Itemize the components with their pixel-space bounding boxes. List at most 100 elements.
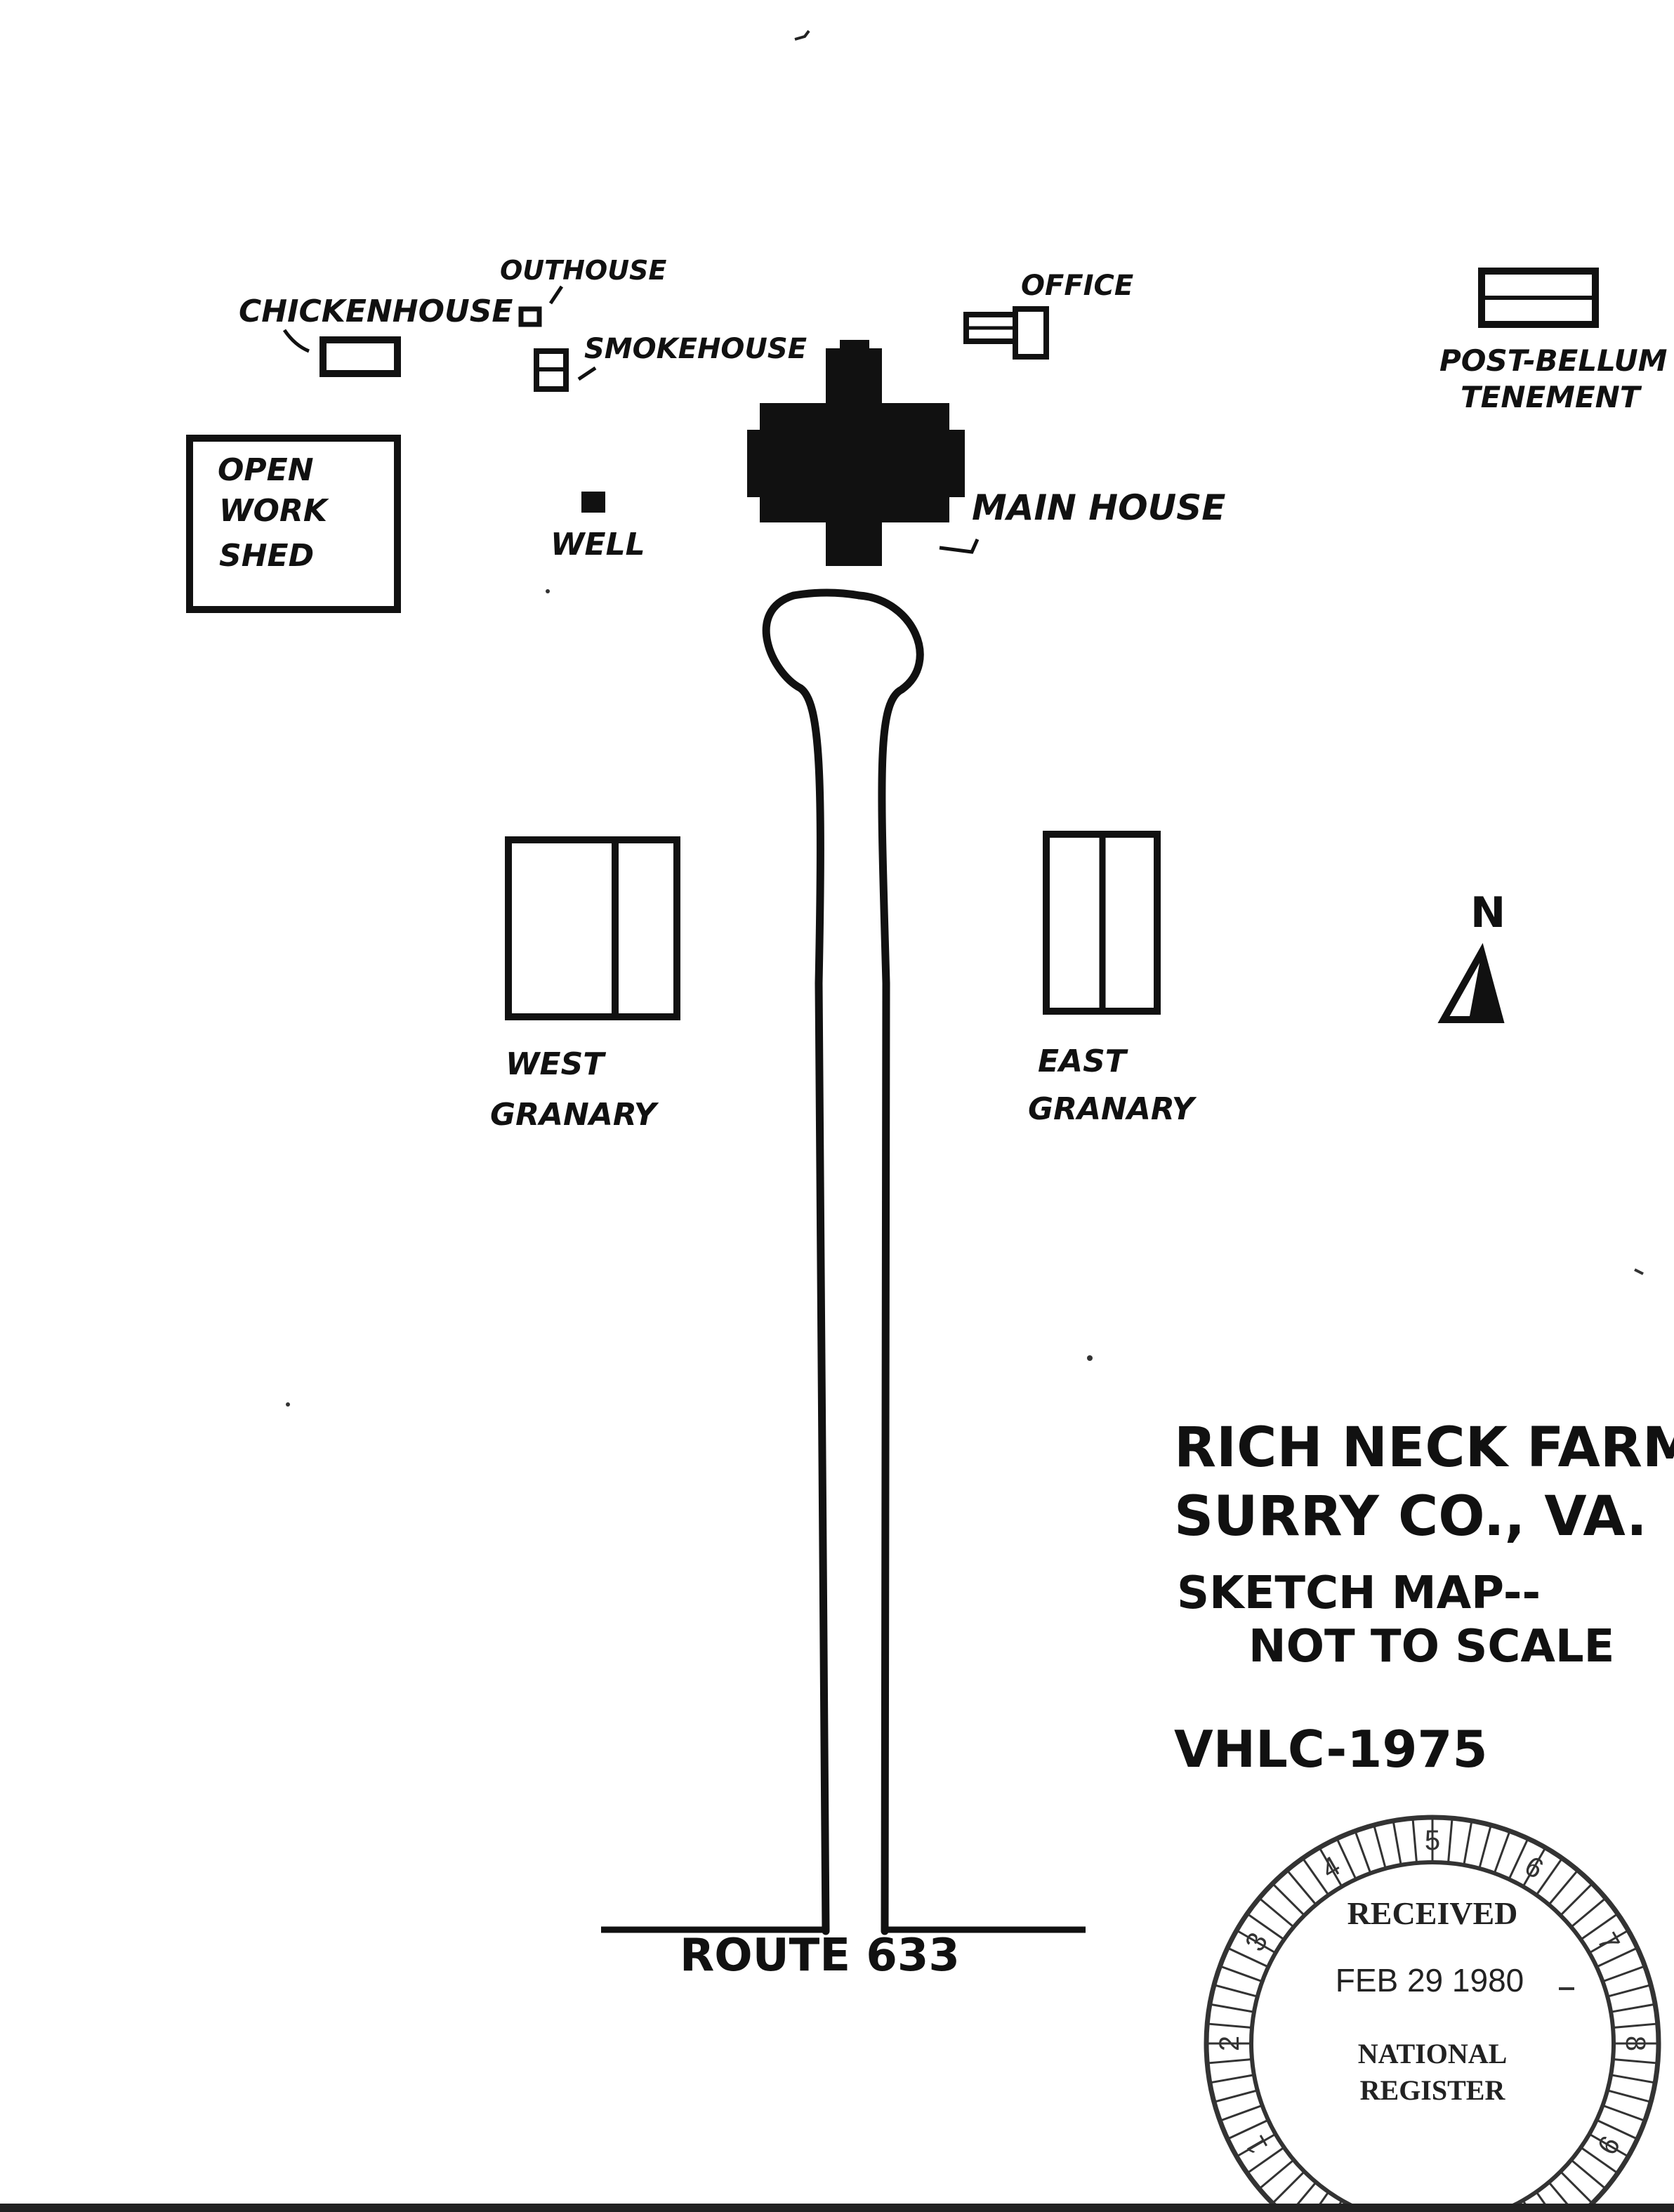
stamp-line-register: REGISTER <box>1360 2074 1506 2106</box>
stamp-tick <box>1570 2159 1607 2190</box>
stamp-tick <box>1213 2089 1258 2103</box>
title-block: RICH NECK FARM SURRY CO., VA. SKETCH MAP… <box>1174 1416 1674 1779</box>
label-west: WEST <box>506 1046 606 1082</box>
scan-dot <box>1087 1355 1093 1361</box>
label-west-granary: GRANARY <box>490 1097 659 1133</box>
stamp-ring-number: 3 <box>1239 1928 1274 1956</box>
building-open-work-shed <box>186 435 401 613</box>
scan-bottom-edge <box>0 2204 1674 2212</box>
stamp-tick <box>1610 2003 1656 2013</box>
scan-mark <box>794 29 810 41</box>
stamp-tick <box>1411 1818 1418 1864</box>
stamp-tick <box>1227 1947 1269 1968</box>
driveway-outline <box>762 591 924 1935</box>
stamp-ring-number: 9 <box>1591 2131 1626 2159</box>
stamp-tick <box>1463 1820 1473 1866</box>
scan-dot <box>286 1402 290 1407</box>
building-west-granary <box>505 836 680 1020</box>
stamp-tick <box>1272 2171 1305 2204</box>
label-route-633: ROUTE 633 <box>680 1930 960 1982</box>
stamp-tick <box>1607 2089 1652 2103</box>
label-chickenhouse: CHICKENHOUSE <box>239 294 513 329</box>
stamp-tick <box>1588 2133 1629 2158</box>
stamp-line-national: NATIONAL <box>1358 2038 1508 2069</box>
stamp-tick <box>1258 1897 1295 1928</box>
stamp-tick <box>1446 1818 1454 1864</box>
stamp-tick <box>1227 2119 1269 2140</box>
stamp-tick <box>1286 1869 1317 1906</box>
label-shed: SHED <box>219 538 314 574</box>
stamp-tick <box>1607 1984 1652 1998</box>
scan-mark <box>1634 1268 1644 1275</box>
north-label: N <box>1470 888 1505 937</box>
stamp-ring-numbers: 456789101112123 <box>1214 1825 1651 2212</box>
stamp-tick <box>1522 1847 1547 1888</box>
label-east: EAST <box>1038 1044 1128 1079</box>
stamp-tick <box>1246 1913 1285 1941</box>
title-line-3: SKETCH MAP-- <box>1177 1567 1541 1619</box>
label-outhouse: OUTHOUSE <box>500 255 666 286</box>
stamp-tick <box>1336 1838 1357 1880</box>
stamp-date: FEB 29 1980 <box>1336 1962 1524 1999</box>
stamp-tick <box>1493 1830 1511 1874</box>
stamp-ring-number: 5 <box>1425 1825 1440 1856</box>
stamp-tick <box>1570 1897 1607 1928</box>
building-main-house <box>747 340 965 566</box>
stamp-tick <box>1596 2119 1638 2140</box>
stamp-ring-number: 4 <box>1317 1850 1345 1885</box>
scan-dot <box>546 589 550 593</box>
stamp-tick <box>1219 1965 1263 1983</box>
building-office <box>1013 306 1049 360</box>
label-work: WORK <box>219 493 329 529</box>
label-office: OFFICE <box>1021 270 1133 302</box>
label-open: OPEN <box>218 452 314 488</box>
stamp-outer-ring <box>1204 1815 1661 2212</box>
stamp-tick <box>1213 1984 1258 1998</box>
driveway-loop-top <box>793 588 860 600</box>
stamp-tick <box>1602 1965 1646 1983</box>
label-east-granary: GRANARY <box>1028 1091 1197 1127</box>
stamp-tick <box>1373 1824 1387 1869</box>
stamp-tick <box>1207 2058 1253 2065</box>
stamp-tick <box>1478 1824 1492 1869</box>
stamp-tick <box>1246 2146 1285 2174</box>
stamp-tick <box>1236 1929 1277 1954</box>
stamp-tick <box>1302 1857 1330 1896</box>
stamp-tick <box>1207 2022 1253 2029</box>
stamp-tick <box>1209 2003 1255 2013</box>
stamp-ring-number: 8 <box>1620 2036 1651 2051</box>
stamp-ticks <box>1206 1817 1659 2212</box>
label-well: WELL <box>551 527 645 562</box>
building-outhouse <box>518 306 542 327</box>
stamp-tick <box>1548 1869 1579 1906</box>
stamp-tick <box>1272 1883 1305 1916</box>
label-main-house: MAIN HOUSE <box>972 487 1225 528</box>
stamp-tick <box>1219 2104 1263 2122</box>
stamp-tick <box>1596 1947 1638 1968</box>
stamp-received: RECEIVED <box>1347 1895 1518 1931</box>
title-line-4: NOT TO SCALE <box>1248 1621 1614 1673</box>
stamp-tick <box>1610 2074 1656 2084</box>
leader-outhouse <box>548 285 564 305</box>
stamp-tick <box>1392 1820 1402 1866</box>
stamp-tick <box>1580 1913 1619 1941</box>
received-stamp: 456789101112123 RECEIVED FEB 29 1980 NAT… <box>1204 1815 1661 2212</box>
stamp-tick <box>1508 1838 1529 1880</box>
stamp-tick <box>1318 1847 1343 1888</box>
stamp-ring-number: 7 <box>1591 1928 1626 1956</box>
label-post-bellum: POST-BELLUM <box>1439 343 1667 378</box>
stamp-tick <box>1354 1830 1372 1874</box>
well-marker <box>581 492 605 513</box>
stamp-tick <box>1612 2058 1658 2065</box>
stamp-tick <box>1258 2159 1295 2190</box>
leader-smokehouse <box>577 366 597 381</box>
stamp-tick <box>1209 2074 1255 2084</box>
north-arrow-fill <box>1469 952 1500 1020</box>
stamp-tick <box>1612 2022 1658 2029</box>
title-line-5: VHLC-1975 <box>1174 1720 1488 1779</box>
title-line-1: RICH NECK FARM <box>1174 1416 1674 1480</box>
stamp-ring-number: 2 <box>1214 2036 1245 2051</box>
leader-main-house <box>939 538 980 554</box>
stamp-tick <box>1602 2104 1646 2122</box>
